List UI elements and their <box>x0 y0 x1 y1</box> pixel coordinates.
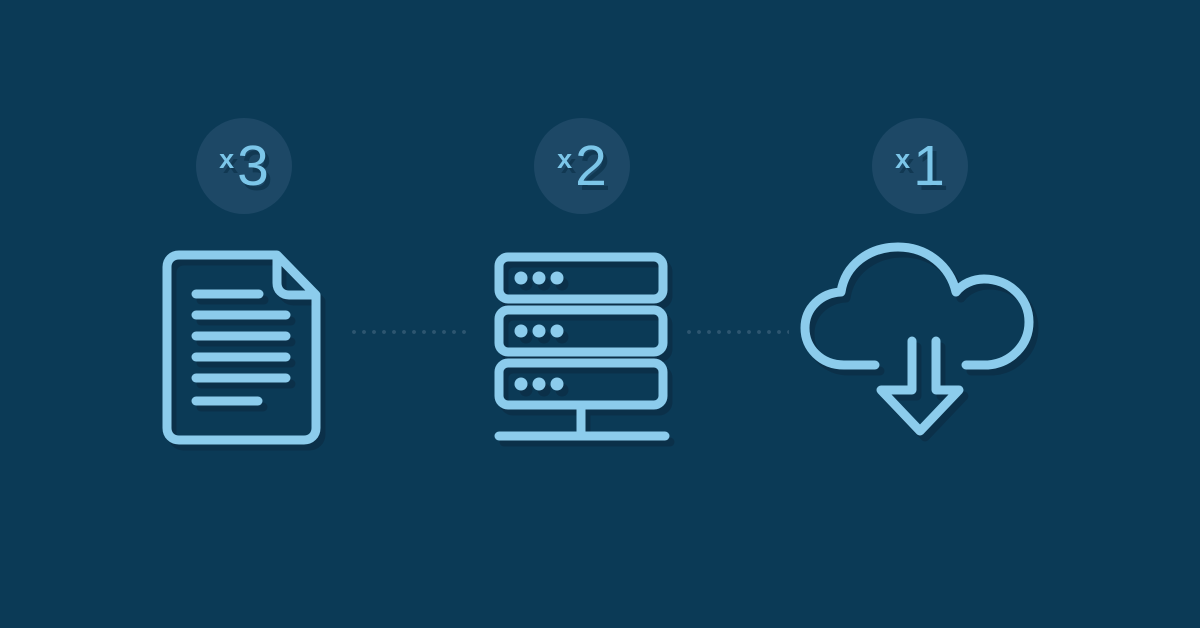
count-value: 1 <box>913 133 945 198</box>
document-icon <box>162 250 321 445</box>
connector-dotted-line-right <box>684 329 789 335</box>
multiplier-label: x <box>557 143 573 174</box>
cloud-download-icon <box>800 242 1034 436</box>
connector-dotted-line-left <box>349 329 472 335</box>
server-led-dots <box>514 271 564 391</box>
multiplier-label: x <box>219 143 235 174</box>
server-stack-icon <box>494 252 670 441</box>
multiplier-label: x <box>895 143 911 174</box>
download-arrow <box>876 336 964 436</box>
count-value: 3 <box>237 133 269 198</box>
count-value: 2 <box>575 133 607 198</box>
